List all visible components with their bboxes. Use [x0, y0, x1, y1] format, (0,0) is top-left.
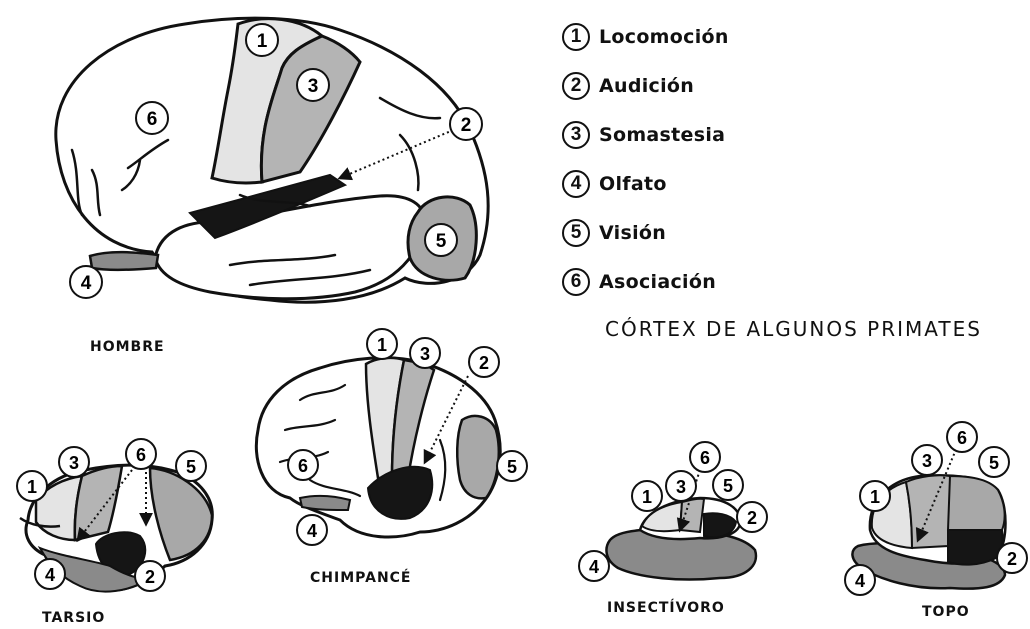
- svg-text:1: 1: [870, 487, 880, 507]
- svg-text:6: 6: [136, 445, 146, 465]
- marker-insectivoro-6: 6: [690, 442, 720, 472]
- svg-text:4: 4: [855, 571, 865, 591]
- marker-insectivoro-1: 1: [632, 481, 662, 511]
- svg-text:5: 5: [436, 231, 447, 252]
- svg-text:5: 5: [186, 457, 196, 477]
- svg-text:2: 2: [479, 353, 489, 373]
- svg-text:2: 2: [1007, 549, 1017, 569]
- marker-insectivoro-2: 2: [737, 502, 767, 532]
- svg-text:1: 1: [257, 31, 268, 52]
- marker-topo-6: 6: [947, 422, 977, 452]
- marker-tarsio-4: 4: [35, 559, 65, 589]
- svg-text:5: 5: [989, 453, 999, 473]
- marker-hombre-1: 1: [246, 24, 278, 56]
- marker-chimpance-2: 2: [469, 347, 499, 377]
- svg-text:6: 6: [147, 109, 158, 130]
- marker-topo-1: 1: [860, 481, 890, 511]
- marker-topo-3: 3: [912, 445, 942, 475]
- marker-tarsio-1: 1: [17, 471, 47, 501]
- marker-hombre-5: 5: [425, 224, 457, 256]
- marker-topo-4: 4: [845, 565, 875, 595]
- svg-text:1: 1: [642, 487, 652, 507]
- svg-text:5: 5: [723, 476, 733, 496]
- marker-tarsio-6: 6: [126, 439, 156, 469]
- chimpance-region-vision: [457, 416, 499, 498]
- marker-hombre-2: 2: [450, 108, 482, 140]
- topo-region-somastesia: [906, 475, 950, 548]
- svg-text:2: 2: [747, 508, 757, 528]
- svg-text:6: 6: [298, 456, 308, 476]
- marker-hombre-6: 6: [136, 102, 168, 134]
- marker-hombre-3: 3: [297, 69, 329, 101]
- svg-text:6: 6: [700, 448, 710, 468]
- marker-chimpance-3: 3: [410, 338, 440, 368]
- marker-topo-5: 5: [979, 447, 1009, 477]
- svg-text:4: 4: [45, 565, 55, 585]
- topo-region-vision: [948, 476, 1005, 530]
- marker-chimpance-4: 4: [297, 515, 327, 545]
- marker-insectivoro-3: 3: [666, 471, 696, 501]
- svg-text:4: 4: [307, 521, 317, 541]
- insectivoro-region-somastesia: [680, 499, 704, 532]
- marker-tarsio-5: 5: [176, 451, 206, 481]
- marker-tarsio-2: 2: [135, 561, 165, 591]
- svg-text:4: 4: [81, 273, 92, 294]
- marker-insectivoro-5: 5: [713, 470, 743, 500]
- svg-text:3: 3: [308, 76, 319, 97]
- svg-text:3: 3: [676, 477, 686, 497]
- svg-text:3: 3: [420, 344, 430, 364]
- svg-text:2: 2: [145, 567, 155, 587]
- marker-topo-2: 2: [997, 543, 1027, 573]
- svg-text:2: 2: [461, 115, 472, 136]
- svg-text:5: 5: [507, 457, 517, 477]
- svg-text:1: 1: [27, 477, 37, 497]
- svg-text:4: 4: [589, 557, 599, 577]
- marker-hombre-4: 4: [70, 266, 102, 298]
- marker-tarsio-3: 3: [59, 447, 89, 477]
- marker-insectivoro-4: 4: [579, 551, 609, 581]
- svg-text:1: 1: [377, 335, 387, 355]
- chimpance-region-olfato: [300, 496, 350, 510]
- marker-chimpance-1: 1: [367, 329, 397, 359]
- brain-chimpance: [256, 358, 500, 537]
- brain-hombre: [56, 18, 488, 302]
- marker-chimpance-6: 6: [288, 450, 318, 480]
- svg-text:3: 3: [922, 451, 932, 471]
- svg-text:3: 3: [69, 453, 79, 473]
- svg-text:6: 6: [957, 428, 967, 448]
- marker-chimpance-5: 5: [497, 451, 527, 481]
- hombre-region-olfato: [90, 252, 158, 270]
- topo-region-audicion: [948, 530, 1003, 565]
